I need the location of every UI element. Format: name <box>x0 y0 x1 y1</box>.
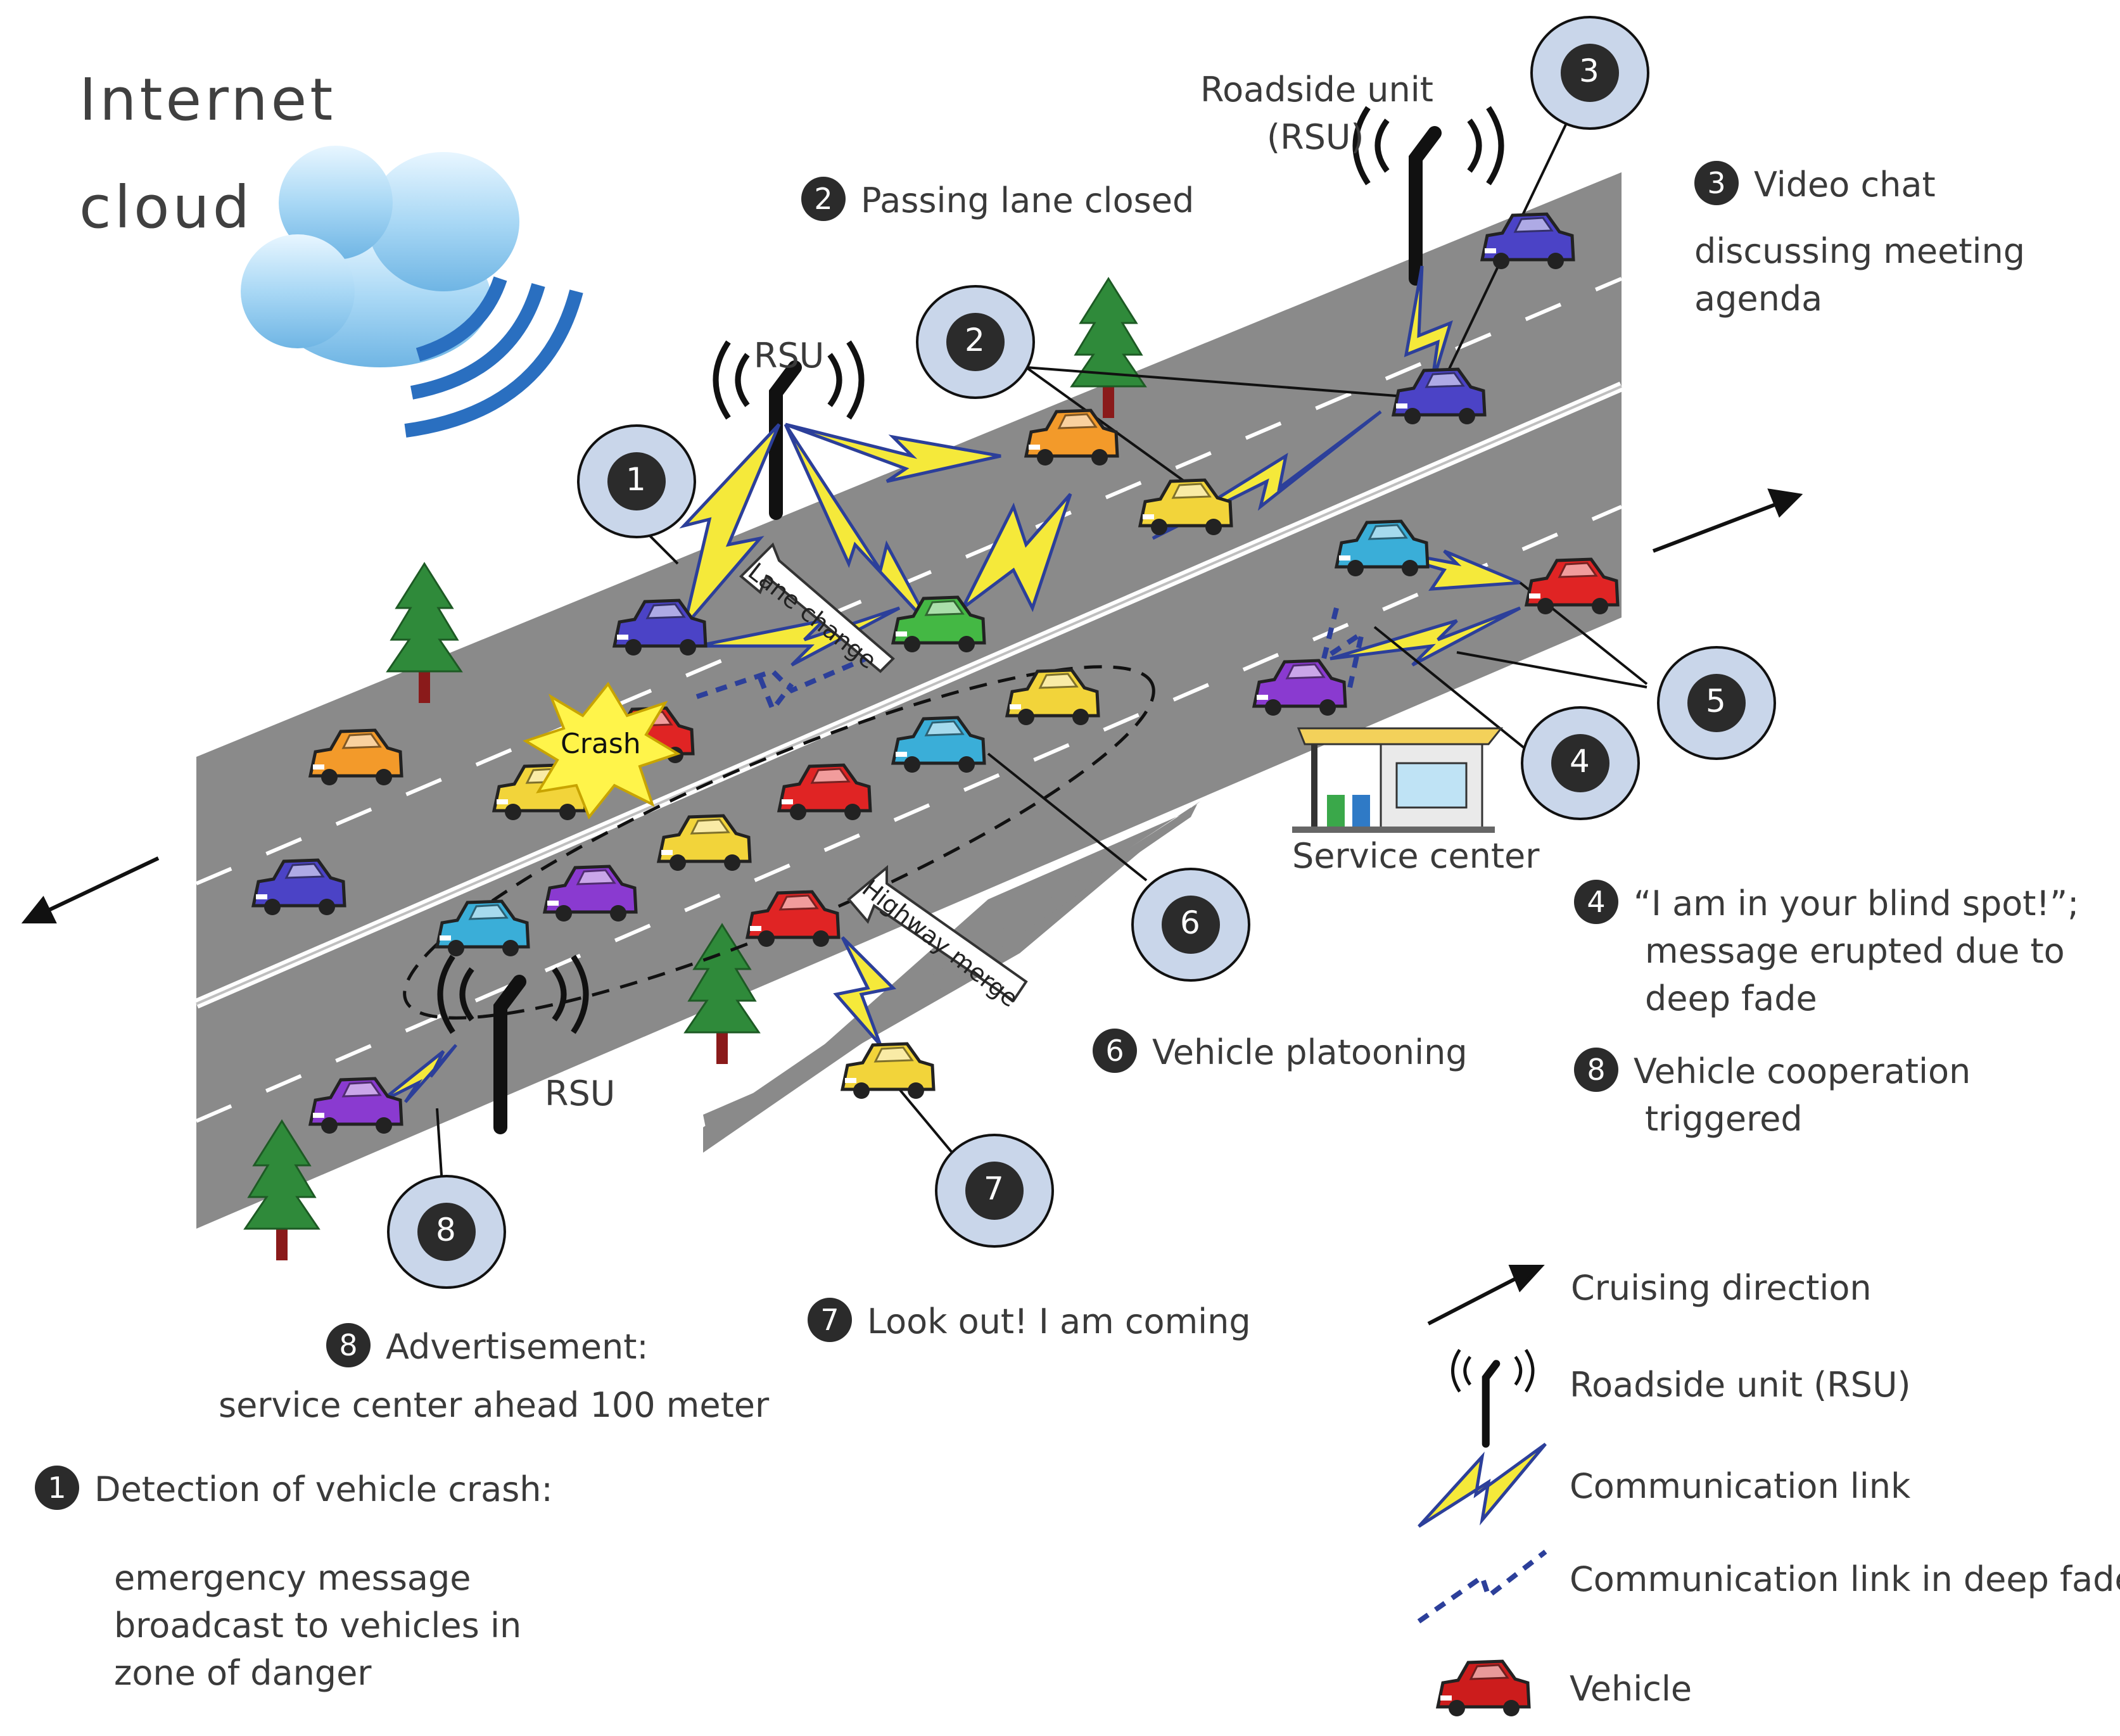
marker-8-number: 8 <box>436 1212 456 1248</box>
marker-1-number: 1 <box>626 461 646 498</box>
cloud-label-line1: Internet <box>79 66 336 134</box>
ramp-lower-2 <box>703 804 1197 1153</box>
rsu-label-top-2: (RSU) <box>1267 117 1364 157</box>
scenario-3-line3: agenda <box>1694 279 1823 319</box>
scenario-1-body3: zone of danger <box>114 1653 372 1693</box>
marker-7-number: 7 <box>984 1170 1004 1207</box>
legend-fade: Communication link in deep fade <box>1570 1559 2120 1599</box>
crash-burst-icon <box>523 681 681 820</box>
scenario-8a-line2: service center ahead 100 meter <box>219 1385 770 1425</box>
arrow-icon <box>21 488 1803 923</box>
marker-3-number: 3 <box>1579 53 1599 89</box>
legend-link: Communication link <box>1570 1466 1911 1506</box>
legend-fade-icon <box>1417 1549 1547 1624</box>
scenario-1-body2: broadcast to vehicles in <box>114 1606 522 1645</box>
gas-station-icon <box>1292 727 1504 833</box>
legend-vehicle: Vehicle <box>1570 1669 1692 1709</box>
legend-arrow-icon <box>1427 1265 1545 1326</box>
cloud-icon <box>241 146 583 438</box>
legend-rsu: Roadside unit (RSU) <box>1570 1365 1911 1405</box>
lane-divider-upper <box>195 277 1623 885</box>
lane-change-arrow-icon <box>739 542 895 673</box>
fade-link-icon <box>695 607 1366 715</box>
marker-6-number: 6 <box>1180 904 1200 941</box>
car-icon <box>842 1044 934 1099</box>
scenario-4-line3: deep fade <box>1645 979 1817 1018</box>
rsu-label-top: Roadside unit <box>1200 70 1433 110</box>
cloud-label-line2: cloud <box>79 174 253 241</box>
marker-4-number: 4 <box>1570 743 1590 780</box>
scenario-1-body1: emergency message <box>114 1558 471 1598</box>
rsu-label-bottom: RSU <box>545 1074 616 1113</box>
legend-rsu-icon <box>1453 1350 1533 1444</box>
legend-link-icon <box>1418 1442 1547 1528</box>
scenario-3-line2: discussing meeting <box>1694 231 2025 271</box>
legend-cruising: Cruising direction <box>1571 1268 1872 1308</box>
rsu-label-left: RSU <box>754 336 825 376</box>
scenario-4-line1: 4“I am in your blind spot!”; <box>1574 880 2079 928</box>
platoon-zone <box>403 665 1155 1020</box>
scenario-8b-line2: triggered <box>1645 1099 1803 1139</box>
legend-car-icon <box>1438 1661 1529 1716</box>
lane-divider-lower <box>195 505 1623 1123</box>
highway-merge-arrow-icon <box>847 865 1028 1003</box>
crash-label: Crash <box>561 728 641 760</box>
scenario-4-line2: message erupted due to <box>1645 931 2065 971</box>
service-center-label: Service center <box>1292 836 1540 876</box>
marker-2-number: 2 <box>965 322 985 358</box>
marker-5-number: 5 <box>1706 683 1726 719</box>
